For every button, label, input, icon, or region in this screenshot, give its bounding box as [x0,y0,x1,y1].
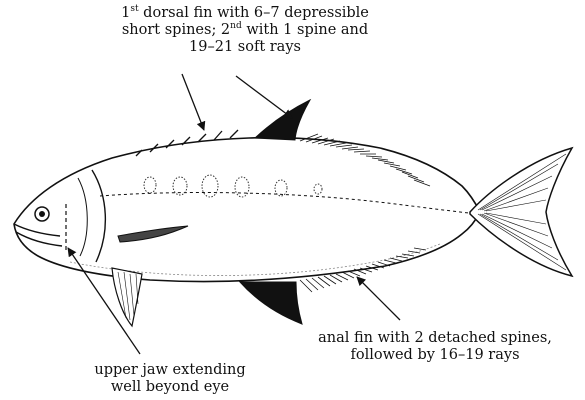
jaw-callout-line-1: upper jaw extending [80,362,260,379]
anal-fin-callout: anal fin with 2 detached spines, followe… [290,330,580,364]
dorsal-fin-callout: 1st dorsal fin with 6–7 depressible shor… [110,5,380,56]
dorsal-arrow-right [236,76,292,118]
eye-pupil [39,211,45,217]
dorsal-callout-line-3: 19–21 soft rays [110,39,380,56]
upper-jaw-callout: upper jaw extending well beyond eye [80,362,260,396]
anal-callout-line-1: anal fin with 2 detached spines, [290,330,580,347]
dorsal-callout-line-2: short spines; 2nd with 1 spine and [110,22,380,39]
fish-body [14,138,480,282]
dorsal-callout-line-1: 1st dorsal fin with 6–7 depressible [110,5,380,22]
jaw-callout-line-2: well beyond eye [80,379,260,396]
dorsal-arrow-left [182,74,204,130]
anal-fin [240,282,302,324]
anal-callout-line-2: followed by 16–19 rays [290,347,580,364]
anal-arrow [357,277,400,320]
second-dorsal-fin [255,100,310,140]
caudal-fin [470,148,572,276]
